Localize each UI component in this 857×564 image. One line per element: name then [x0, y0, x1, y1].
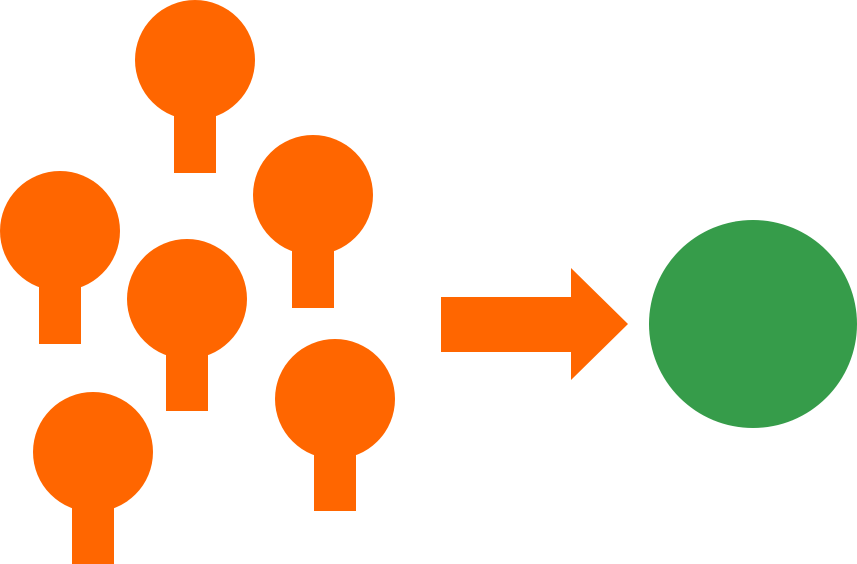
- pin-head: [253, 135, 373, 255]
- pin-icon: [0, 171, 120, 344]
- pin-head: [127, 239, 247, 359]
- pin-icon: [275, 339, 395, 511]
- pin-icon: [127, 239, 247, 411]
- source-pins: [0, 0, 395, 564]
- pin-head: [135, 0, 255, 120]
- pin-head: [33, 392, 153, 512]
- pin-icon: [135, 0, 255, 173]
- pin-head: [0, 171, 120, 291]
- right-arrow-icon: [441, 268, 628, 380]
- pin-head: [275, 339, 395, 459]
- pin-icon: [33, 392, 153, 564]
- target-circle: [649, 220, 857, 428]
- pin-icon: [253, 135, 373, 308]
